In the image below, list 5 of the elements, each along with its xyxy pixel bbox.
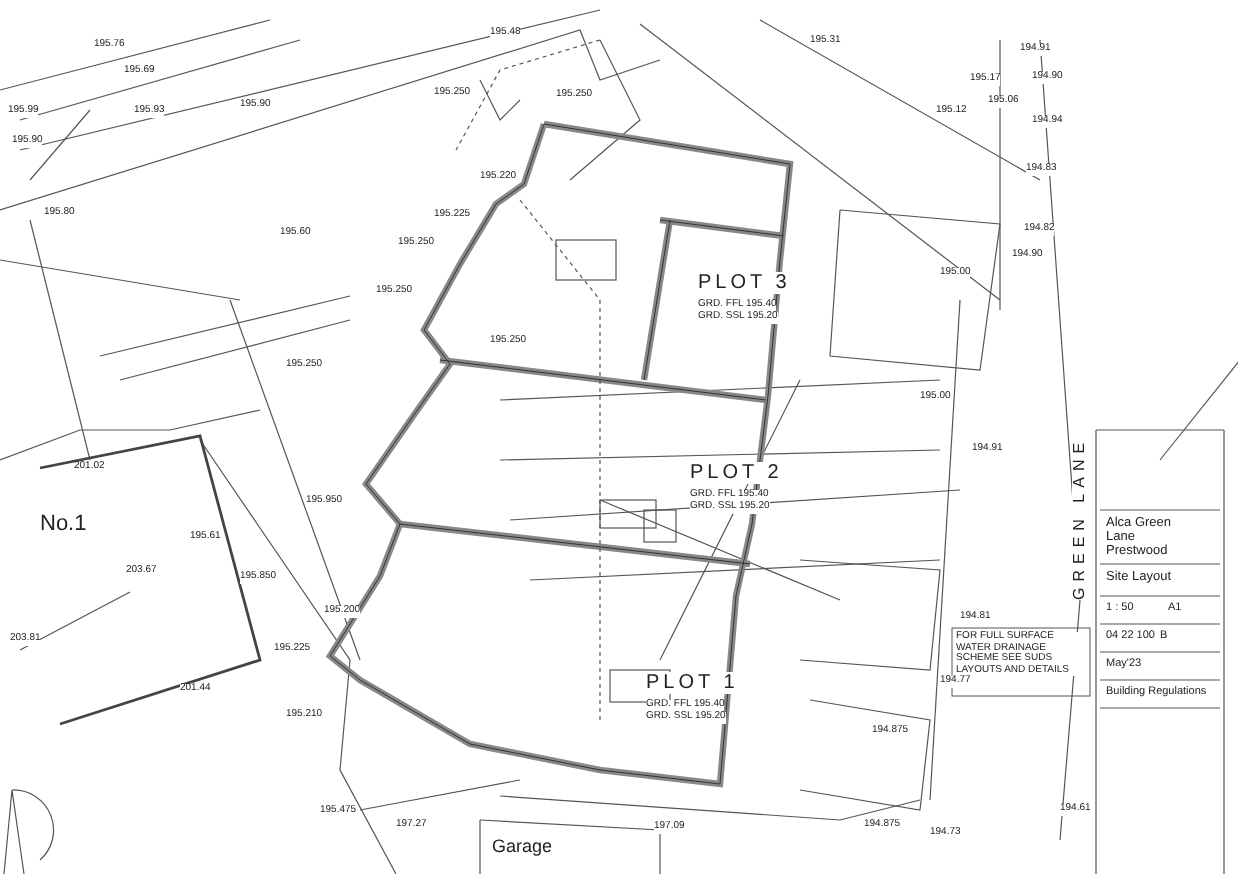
garage-label: Garage xyxy=(492,838,553,858)
house-label: No.1 xyxy=(40,512,87,537)
plot-label: PLOT 1 xyxy=(646,672,739,694)
plot-label: PLOT 2 xyxy=(690,462,783,484)
plot-label: PLOT 3 xyxy=(698,272,791,294)
